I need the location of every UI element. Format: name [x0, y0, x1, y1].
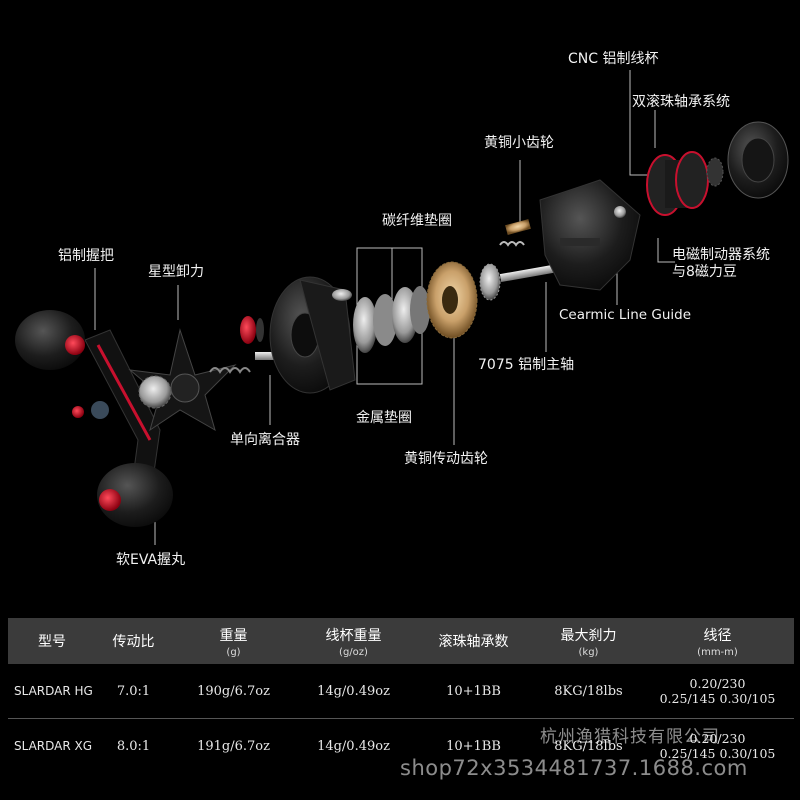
header-model: 型号 [8, 618, 96, 664]
cell-spool: 14g/0.49oz [317, 738, 390, 754]
reel-body [269, 276, 356, 394]
upper-knob [15, 310, 85, 370]
cell-weight: 190g/6.7oz [171, 664, 296, 719]
header-ratio: 传动比 [96, 618, 171, 664]
label-eva-knob: 软EVA握丸 [116, 552, 186, 568]
table-row: SLARDAR XG 8.0:1 191g/6.7oz 14g/0.49oz 1… [8, 719, 794, 774]
label-electromagnetic-brake-line2: 与8磁力豆 [672, 264, 737, 280]
label-electromagnetic-brake: 电磁制动器系统 与8磁力豆 [672, 247, 770, 281]
label-brass-drive-gear: 黄铜传动齿轮 [404, 451, 488, 467]
star-drag [128, 328, 237, 432]
label-brass-pinion: 黄铜小齿轮 [484, 135, 554, 151]
label-main-shaft: 7075 铝制主轴 [478, 357, 575, 373]
spec-header-row: 型号 传动比 重量(g) 线杯重量(g/oz) 滚珠轴承数 最大刹力(kg) 线… [8, 618, 794, 664]
header-spool-weight: 线杯重量(g/oz) [296, 618, 411, 664]
label-carbon-washer: 碳纤维垫圈 [382, 213, 452, 229]
watermark-company: 杭州渔猎科技有限公司 [540, 727, 720, 747]
cell-bearings: 10+1BB [411, 664, 536, 719]
table-row: SLARDAR HG 7.0:1 190g/6.7oz 14g/0.49oz 1… [8, 664, 794, 719]
label-cnc-spool: CNC 铝制线杯 [568, 51, 659, 67]
spool [646, 151, 724, 216]
label-metal-washer: 金属垫圈 [356, 410, 412, 426]
brass-drive-gear [426, 261, 501, 339]
header-weight: 重量(g) [171, 618, 296, 664]
handle-assembly [15, 310, 173, 527]
lower-knob [97, 463, 173, 527]
side-cover [727, 121, 789, 199]
label-alu-handle: 铝制握把 [58, 248, 114, 264]
label-dual-bearing: 双滚珠轴承系统 [632, 94, 730, 110]
metal-washers [353, 286, 430, 353]
header-bearings: 滚珠轴承数 [411, 618, 536, 664]
label-one-way-clutch: 单向离合器 [230, 432, 300, 448]
cell-ratio: 7.0:1 [96, 664, 171, 719]
cell-model: SLARDAR HG [8, 664, 96, 719]
side-frame [539, 179, 641, 291]
header-line-capacity: 线径(mm-m) [641, 618, 794, 664]
cell-ratio: 8.0:1 [116, 738, 151, 754]
washers-left [209, 316, 275, 374]
header-max-drag: 最大刹力(kg) [536, 618, 641, 664]
reel-exploded-diagram [15, 70, 789, 545]
watermark-shop-url: shop72x3534481737.1688.com [400, 756, 748, 780]
cell-model: SLARDAR XG [14, 739, 93, 753]
cell-weight: 191g/6.7oz [197, 738, 270, 754]
spec-table: 型号 传动比 重量(g) 线杯重量(g/oz) 滚珠轴承数 最大刹力(kg) 线… [8, 618, 794, 773]
label-star-drag: 星型卸力 [148, 264, 204, 280]
cell-drag: 8KG/18lbs [536, 664, 641, 719]
label-electromagnetic-brake-line1: 电磁制动器系统 [672, 247, 770, 263]
brass-pinion [499, 219, 531, 247]
exploded-view: CNC 铝制线杯 双滚珠轴承系统 黄铜小齿轮 碳纤维垫圈 铝制握把 星型卸力 电… [15, 51, 789, 568]
cell-bearings: 10+1BB [446, 738, 501, 754]
cell-drag: 8KG/18lbs [554, 738, 623, 754]
label-line-guide: Cearmic Line Guide [559, 307, 692, 323]
cell-spool: 14g/0.49oz [296, 664, 411, 719]
